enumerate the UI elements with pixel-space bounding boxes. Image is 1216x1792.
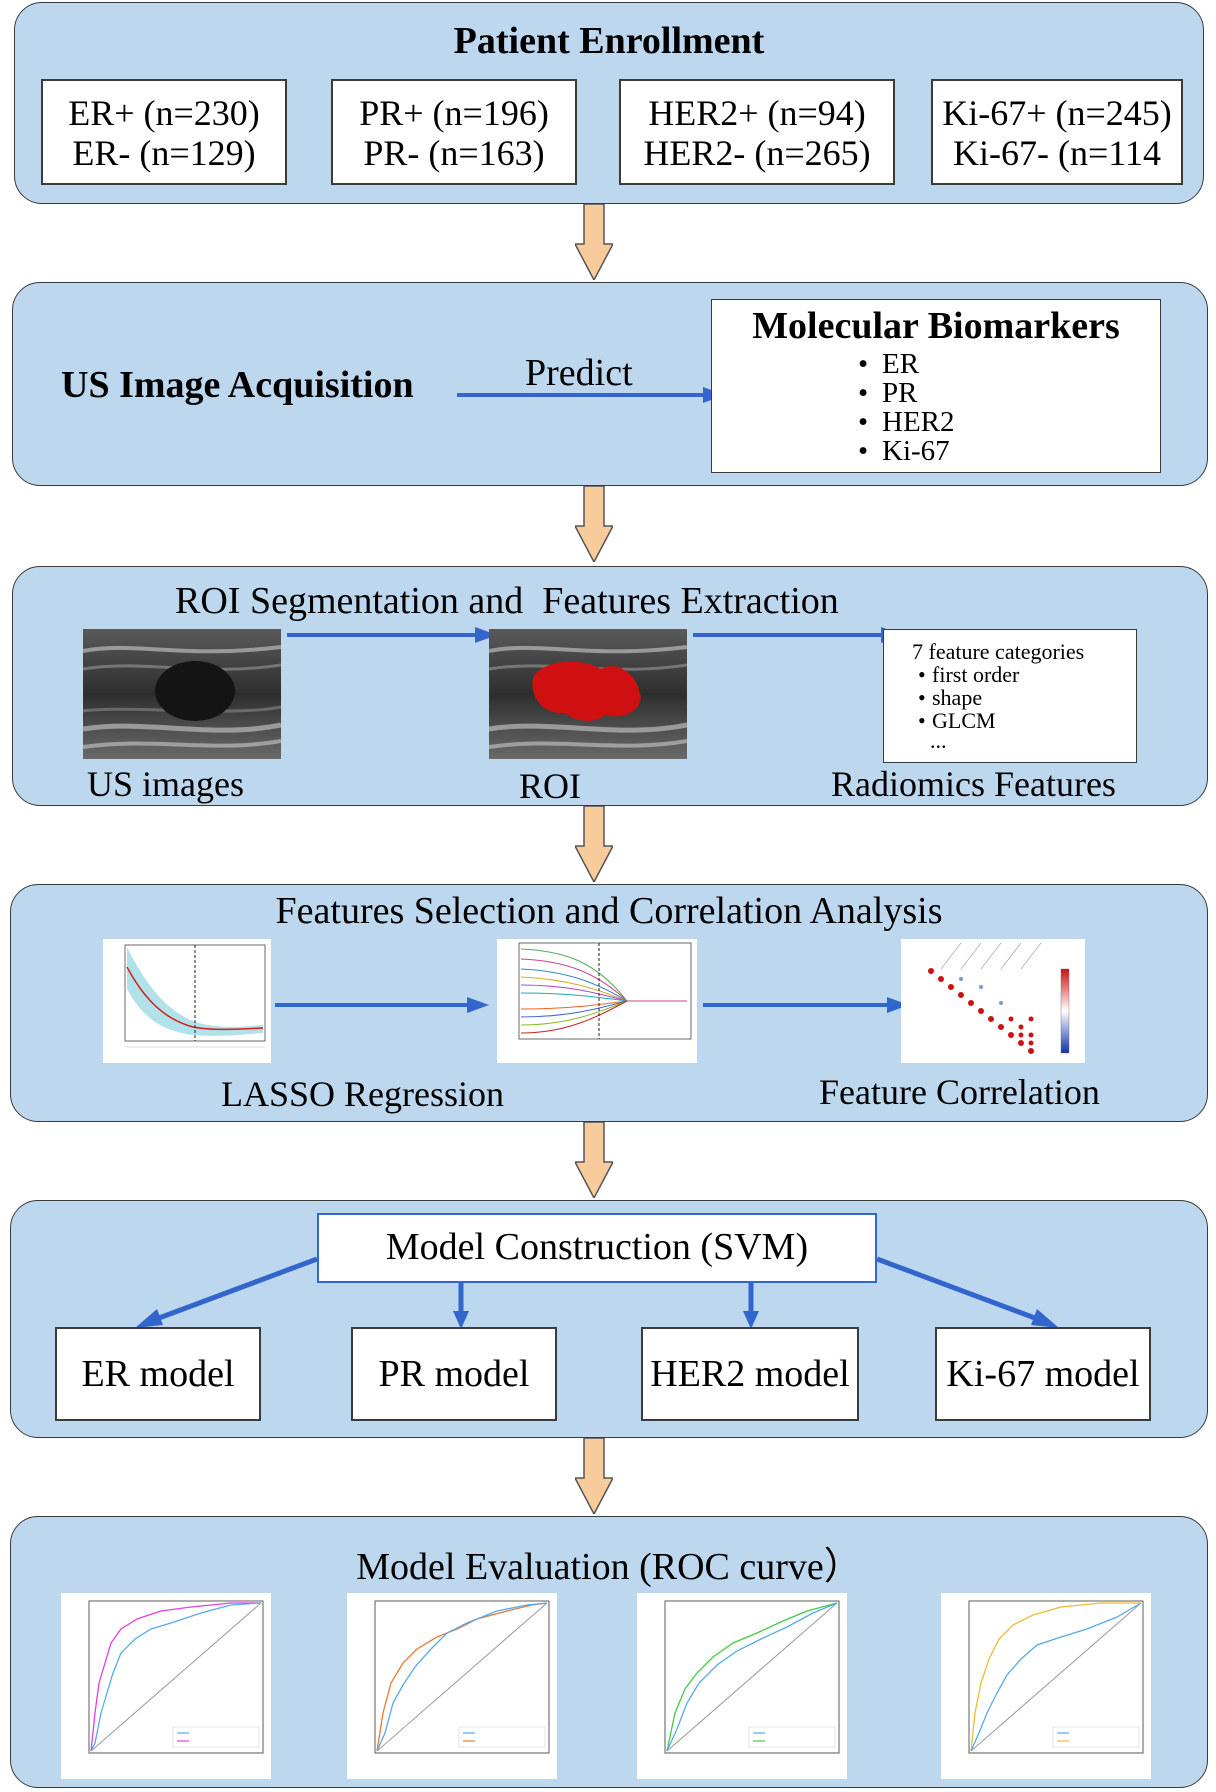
roc-curve-ki67 — [941, 1593, 1151, 1779]
enrollment-box-er: ER+ (n=230) ER- (n=129) — [41, 79, 287, 185]
radiomics-features-label: Radiomics Features — [831, 764, 1116, 804]
feature-category-item: shape — [912, 686, 1136, 709]
biomarker-item: ER — [852, 350, 955, 380]
biomarkers-list: ER PR HER2 Ki-67 — [852, 350, 955, 467]
ki67-negative-count: Ki-67- (n=114 — [953, 133, 1161, 173]
down-arrow-icon — [575, 486, 613, 562]
down-arrow-icon — [575, 1122, 613, 1198]
acquisition-label: US Image Acquisition — [61, 364, 414, 406]
arrow-right-icon — [287, 627, 497, 643]
biomarkers-box: Molecular Biomarkers ER PR HER2 Ki-67 — [711, 299, 1161, 473]
evaluation-panel: Model Evaluation (ROC curve） — [10, 1516, 1208, 1788]
arrow-right-icon — [693, 627, 903, 643]
ki67-model-box: Ki-67 model — [935, 1327, 1151, 1421]
biomarker-item: HER2 — [852, 408, 955, 438]
enrollment-box-ki67: Ki-67+ (n=245) Ki-67- (n=114 — [931, 79, 1183, 185]
feature-correlation-heatmap — [901, 939, 1085, 1063]
biomarker-item: PR — [852, 379, 955, 409]
enrollment-box-pr: PR+ (n=196) PR- (n=163) — [331, 79, 577, 185]
model-panel: Model Construction (SVM) ER model PR mod… — [10, 1200, 1208, 1438]
er-positive-count: ER+ (n=230) — [68, 93, 260, 133]
feature-category-item: GLCM — [912, 709, 1136, 732]
er-negative-count: ER- (n=129) — [72, 133, 256, 173]
enrollment-title: Patient Enrollment — [453, 20, 765, 62]
lasso-regression-label: LASSO Regression — [221, 1074, 505, 1114]
er-model-box: ER model — [55, 1327, 261, 1421]
ki67-positive-count: Ki-67+ (n=245) — [942, 93, 1172, 133]
her2-positive-count: HER2+ (n=94) — [648, 93, 866, 133]
selection-panel: Features Selection and Correlation Analy… — [10, 884, 1208, 1122]
model-construction-box: Model Construction (SVM) — [317, 1213, 877, 1283]
down-arrow-icon — [575, 204, 613, 280]
roi-panel: ROI Segmentation and Features Extraction… — [12, 566, 1208, 806]
us-image — [83, 629, 281, 759]
down-arrow-icon — [575, 1438, 613, 1514]
feature-correlation-label: Feature Correlation — [819, 1072, 1100, 1112]
evaluation-title: Model Evaluation (ROC curve） — [356, 1546, 862, 1588]
feature-categories-more: ... — [930, 728, 947, 753]
us-images-label: US images — [87, 764, 244, 804]
predict-arrow-icon — [457, 387, 725, 403]
acquisition-panel: US Image Acquisition Predict Molecular B… — [12, 282, 1208, 486]
biomarker-item: Ki-67 — [852, 437, 955, 467]
feature-categories-heading: 7 feature categories — [912, 639, 1085, 664]
enrollment-panel: Patient Enrollment ER+ (n=230) ER- (n=12… — [14, 2, 1204, 204]
roi-image — [489, 629, 687, 759]
her2-negative-count: HER2- (n=265) — [643, 133, 871, 173]
pr-negative-count: PR- (n=163) — [363, 133, 545, 173]
lasso-coefficient-plot — [497, 939, 697, 1063]
her2-model-box: HER2 model — [641, 1327, 859, 1421]
roc-curve-pr — [347, 1593, 557, 1779]
pr-model-box: PR model — [351, 1327, 557, 1421]
selection-title: Features Selection and Correlation Analy… — [275, 890, 943, 932]
down-arrow-icon — [575, 806, 613, 882]
enrollment-box-her2: HER2+ (n=94) HER2- (n=265) — [619, 79, 895, 185]
pr-positive-count: PR+ (n=196) — [359, 93, 549, 133]
roi-title: ROI Segmentation and Features Extraction — [175, 580, 839, 622]
roc-curve-er — [61, 1593, 271, 1779]
predict-label: Predict — [525, 352, 633, 394]
roi-label: ROI — [519, 766, 581, 806]
model-branch-arrows — [135, 1256, 1059, 1329]
arrow-right-icon — [703, 997, 909, 1013]
lasso-mse-plot — [103, 939, 271, 1063]
feature-categories-box: 7 feature categories first order shape G… — [883, 629, 1137, 763]
feature-categories-list: first order shape GLCM — [912, 663, 1136, 732]
roc-curve-her2 — [637, 1593, 847, 1779]
arrow-right-icon — [275, 997, 489, 1013]
feature-category-item: first order — [912, 663, 1136, 686]
biomarkers-title: Molecular Biomarkers — [752, 305, 1120, 347]
